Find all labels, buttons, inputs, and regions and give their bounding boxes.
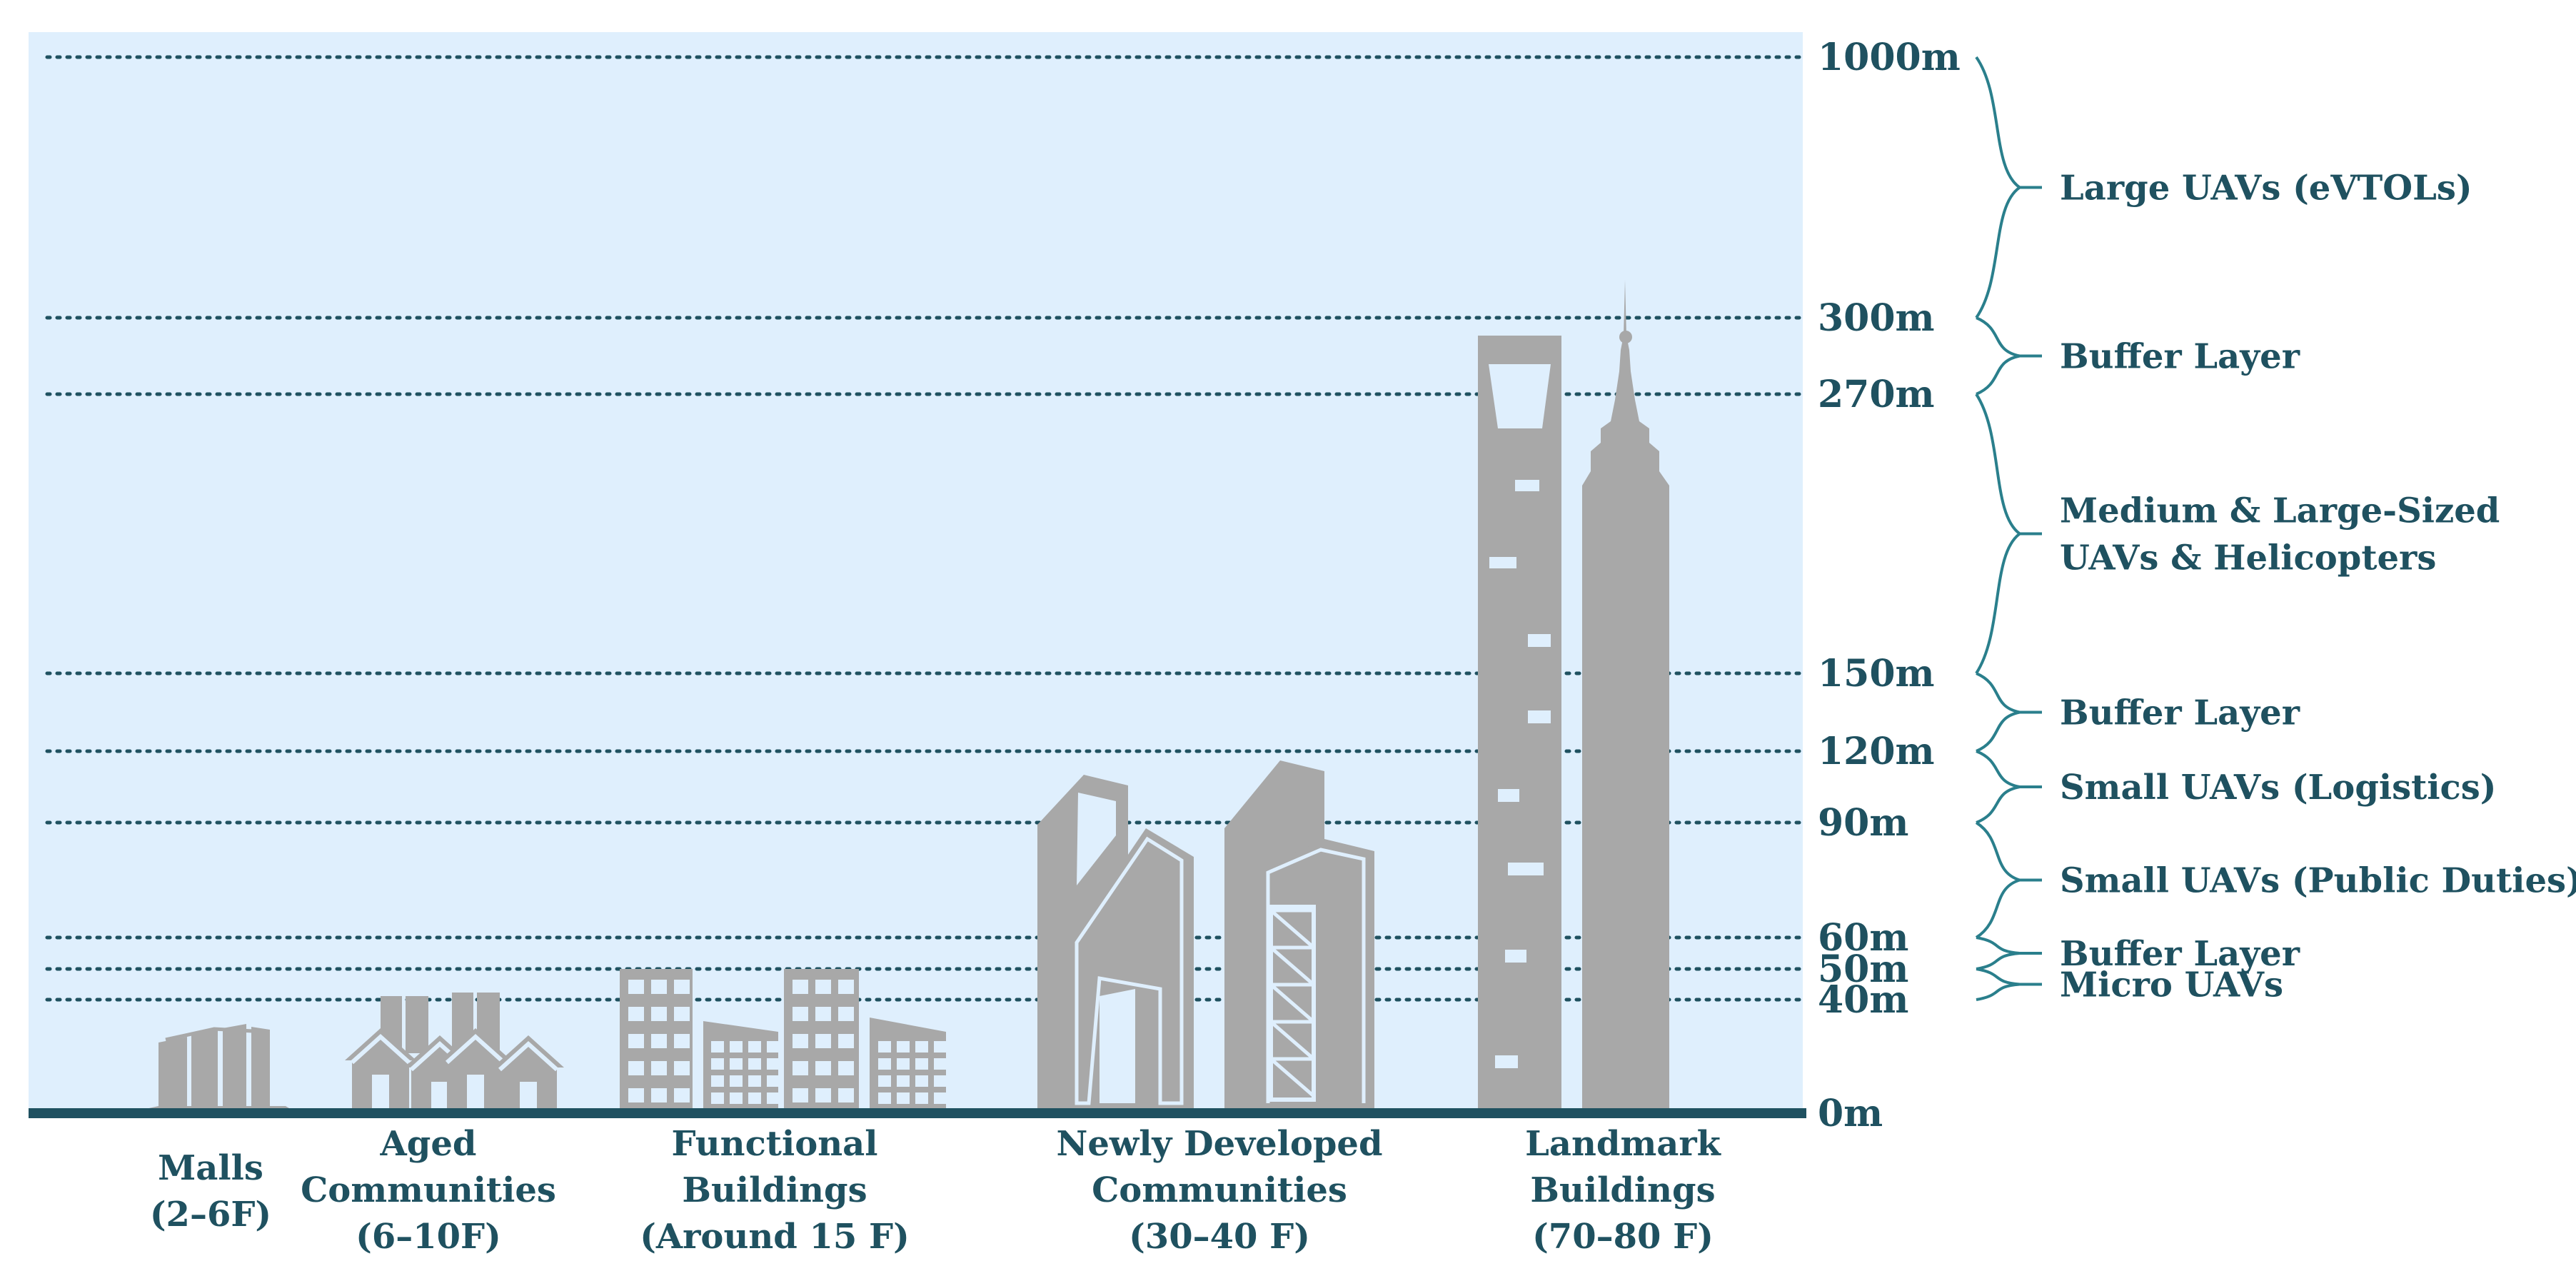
altitude-label: 50m	[1818, 948, 1908, 991]
brace-0	[1975, 56, 2023, 319]
building-landmark	[1478, 280, 1669, 1109]
buildings	[139, 280, 1669, 1116]
layer-label: Buffer Layer	[2060, 693, 2300, 733]
altitude-label: 60m	[1818, 916, 1908, 960]
brace-1	[1976, 316, 2021, 396]
category-label-malls: Malls(2–6F)	[150, 1148, 271, 1235]
layer-braces	[1975, 56, 2042, 1001]
altitude-label: 0m	[1818, 1092, 1883, 1135]
brace-3	[1976, 672, 2021, 753]
altitude-label: 120m	[1818, 730, 1935, 773]
altitude-label: 270m	[1818, 373, 1935, 416]
layer-label: Micro UAVs	[2060, 965, 2283, 1005]
building-aged-communities	[345, 993, 564, 1116]
brace-5	[1975, 821, 2025, 939]
layer-label: Buffer Layer	[2060, 934, 2300, 974]
altitude-label: 90m	[1818, 801, 1908, 845]
layer-label: Small UAVs (Public Duties)	[2060, 861, 2576, 901]
layer-label: Large UAVs (eVTOLs)	[2060, 169, 2472, 209]
brace-6	[1976, 936, 2020, 970]
brace-2	[1975, 393, 2023, 675]
building-functional	[620, 969, 947, 1109]
altitude-label: 1000m	[1818, 36, 1961, 79]
layer-label: Buffer Layer	[2060, 337, 2300, 377]
brace-4	[1976, 750, 2021, 824]
layer-label: Small UAVs (Logistics)	[2060, 768, 2497, 808]
altitude-label: 150m	[1818, 652, 1935, 695]
brace-7	[1976, 968, 2020, 1001]
altitude-label: 40m	[1818, 978, 1908, 1022]
building-newly-developed	[1037, 760, 1374, 1109]
altitude-label: 300m	[1818, 296, 1935, 340]
